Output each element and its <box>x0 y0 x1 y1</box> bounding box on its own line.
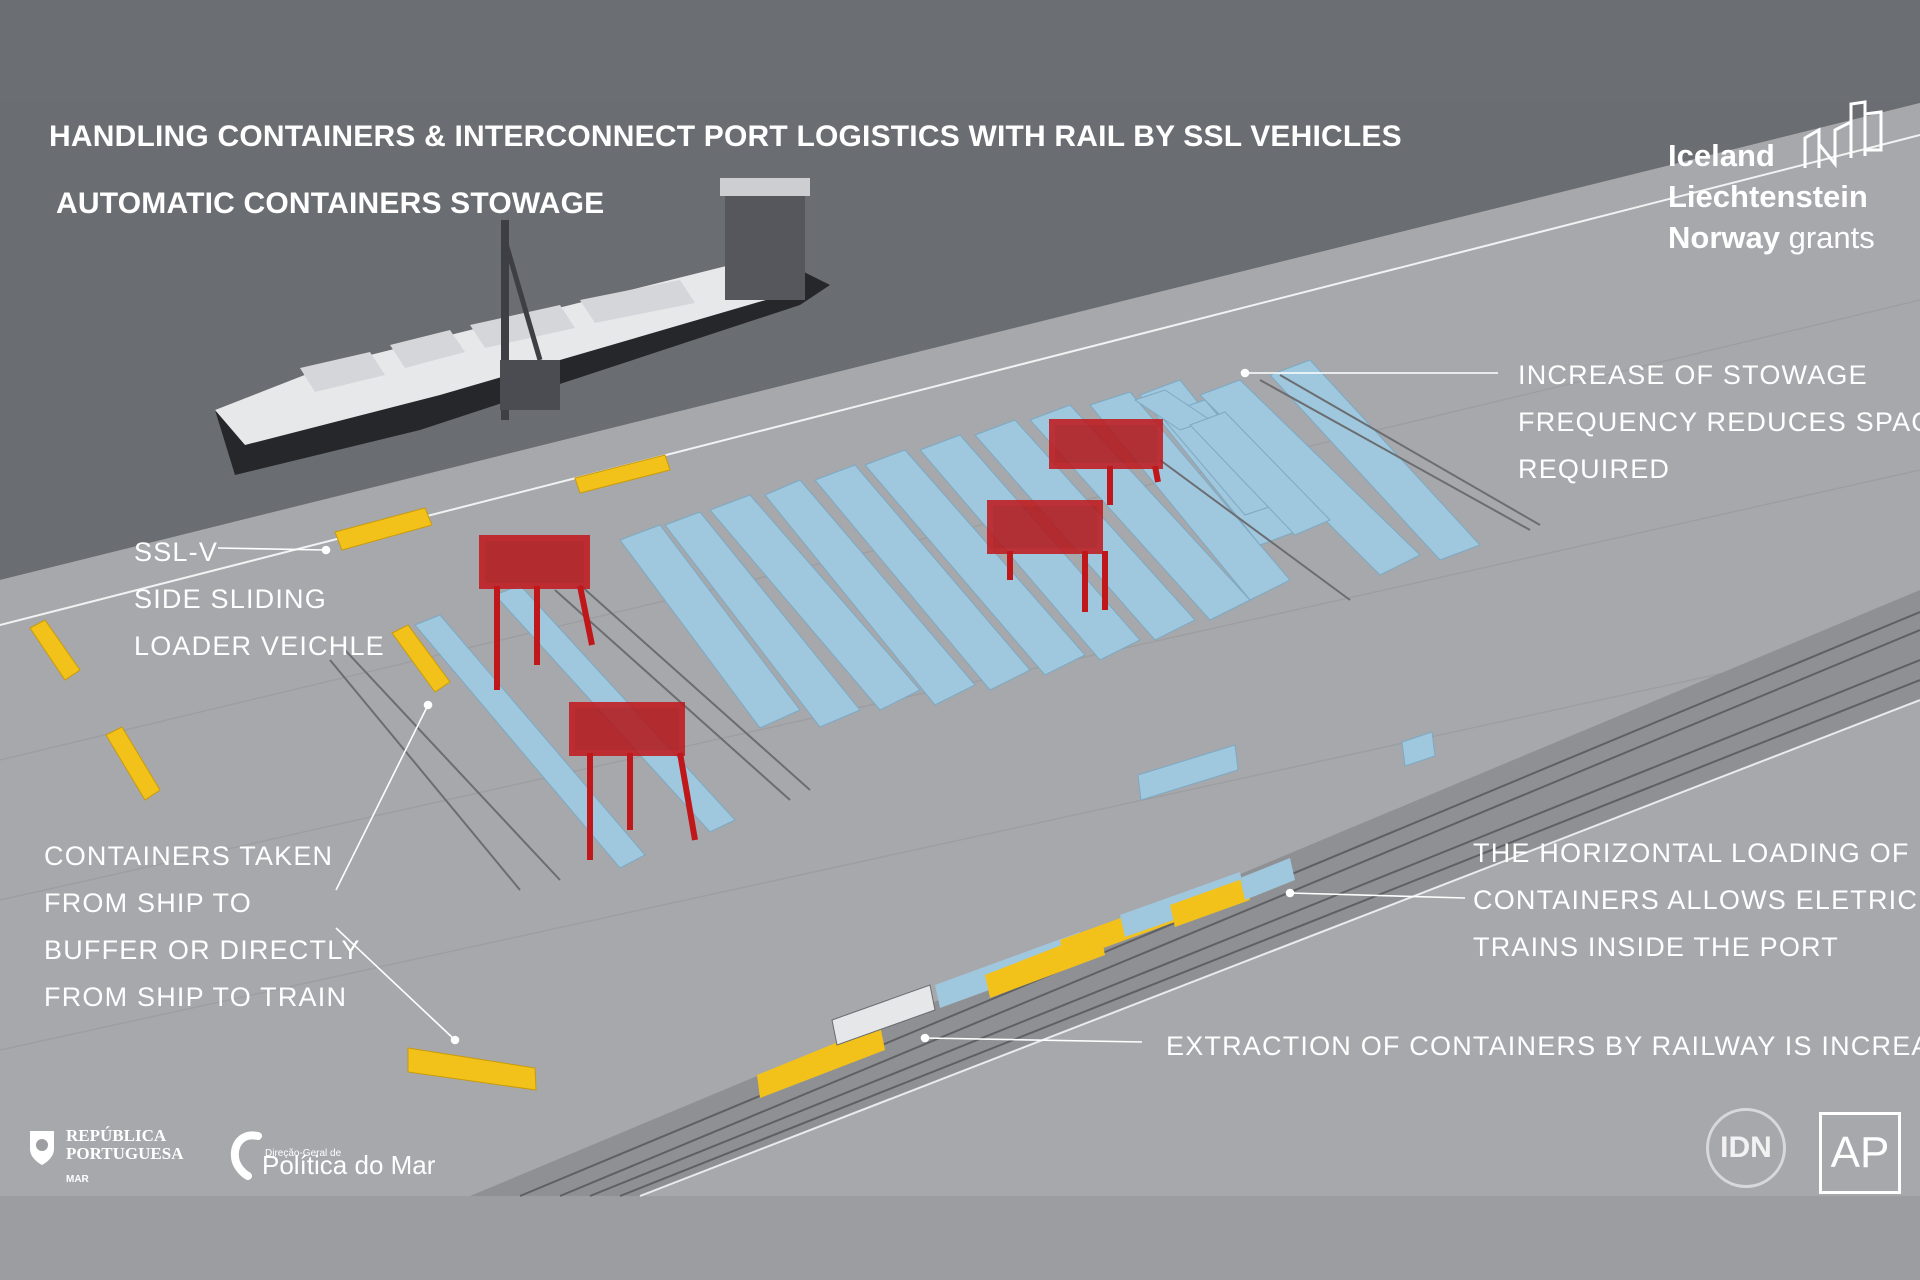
train-wagon <box>1170 878 1250 927</box>
gantry-crane <box>479 535 595 690</box>
annotation-line: SIDE SLIDING <box>134 584 327 614</box>
annotation-line: LOADER VEICHLE <box>134 631 385 661</box>
container-row <box>864 449 1086 676</box>
grants-line: Iceland <box>1668 138 1775 173</box>
rail-edge-line <box>639 699 1920 1197</box>
ssl-vehicle <box>105 726 161 801</box>
annotation-line: FREQUENCY REDUCES SPACE <box>1518 407 1920 437</box>
container-row <box>1269 359 1481 561</box>
container-row <box>709 494 921 711</box>
annotation-line: TRAINS INSIDE THE PORT <box>1473 932 1839 962</box>
water-area <box>0 102 1920 580</box>
grants-logo: Iceland Liechtenstein Norway grants <box>1668 135 1875 258</box>
container-truck <box>1401 731 1436 767</box>
annotation-stowage: INCREASE OF STOWAGE FREQUENCY REDUCES SP… <box>1518 352 1920 493</box>
ssl-vehicle <box>334 507 433 551</box>
ssl-vehicle <box>391 624 451 693</box>
container-row <box>619 524 801 729</box>
republica-emblem-icon <box>30 1131 54 1165</box>
annotation-horizontal-loading: THE HORIZONTAL LOADING OF CONTAINERS ALL… <box>1473 830 1918 971</box>
container-row <box>814 464 1031 691</box>
annotation-line: SSL-V <box>134 537 219 567</box>
ssl-vehicle <box>574 454 671 494</box>
train <box>757 858 1295 1098</box>
annotation-line: BUFFER OR DIRECTLY <box>44 935 361 965</box>
ship-bridge <box>725 185 805 300</box>
ssl-vehicle <box>29 619 81 681</box>
train-wagon <box>757 1025 885 1098</box>
cargo-ship <box>215 178 830 475</box>
container-row <box>664 511 861 728</box>
politica-mar-icon <box>230 1131 262 1180</box>
annotation-railway: EXTRACTION OF CONTAINERS BY RAILWAY IS I… <box>1166 1031 1920 1061</box>
idn-logo: IDN <box>1706 1108 1786 1188</box>
grants-logo-icon <box>1803 100 1883 169</box>
container-stacks <box>619 359 1481 729</box>
annotation-line: FROM SHIP TO TRAIN <box>44 982 348 1012</box>
annotation-line: REQUIRED <box>1518 454 1671 484</box>
republica-line: PORTUGUESA <box>66 1144 184 1163</box>
republica-line: REPÚBLICA <box>66 1126 167 1145</box>
quay-edge-line <box>0 134 1920 626</box>
annotation-line: INCREASE OF STOWAGE <box>1518 360 1868 390</box>
ssl-vehicles <box>29 454 671 1091</box>
ssl-vehicle <box>407 1047 537 1091</box>
pointer-lines <box>217 368 1498 1045</box>
annotation-line: CONTAINERS TAKEN <box>44 841 334 871</box>
politica-subtitle: Direção-Geral de <box>265 1148 342 1159</box>
gantry-tracks <box>329 374 1541 891</box>
republica-sub: MAR <box>66 1174 89 1185</box>
container-row <box>1189 411 1331 536</box>
container-truck <box>1137 744 1239 801</box>
rail-tracks <box>519 611 1920 1197</box>
main-title: HANDLING CONTAINERS & INTERCONNECT PORT … <box>49 120 1402 153</box>
annotation-line: THE HORIZONTAL LOADING OF <box>1473 838 1910 868</box>
train-locomotive <box>831 984 936 1046</box>
republica-portuguesa-logo: REPÚBLICA PORTUGUESA MAR <box>66 1127 183 1189</box>
annotation-ship-to-train: CONTAINERS TAKEN FROM SHIP TO BUFFER OR … <box>44 833 361 1021</box>
annotation-sslv: SSL-V SIDE SLIDING LOADER VEICHLE <box>134 529 385 670</box>
container-row <box>764 479 976 706</box>
grants-suffix: grants <box>1788 220 1875 255</box>
gantry-crane <box>987 500 1108 612</box>
grants-line: Liechtenstein <box>1668 179 1868 214</box>
politica-mar-logo: Política do Mar <box>262 1150 436 1180</box>
train-wagon <box>1240 858 1295 900</box>
bottom-band <box>0 1196 1920 1280</box>
annotation-line: CONTAINERS ALLOWS ELETRIC <box>1473 885 1919 915</box>
subtitle: AUTOMATIC CONTAINERS STOWAGE <box>56 187 605 220</box>
annotation-line: FROM SHIP TO <box>44 888 252 918</box>
top-band <box>0 0 1920 102</box>
ap-logo: AP <box>1819 1112 1901 1194</box>
gantry-crane <box>1049 419 1163 505</box>
gantry-crane <box>569 702 698 860</box>
grants-line: Norway <box>1668 220 1780 255</box>
